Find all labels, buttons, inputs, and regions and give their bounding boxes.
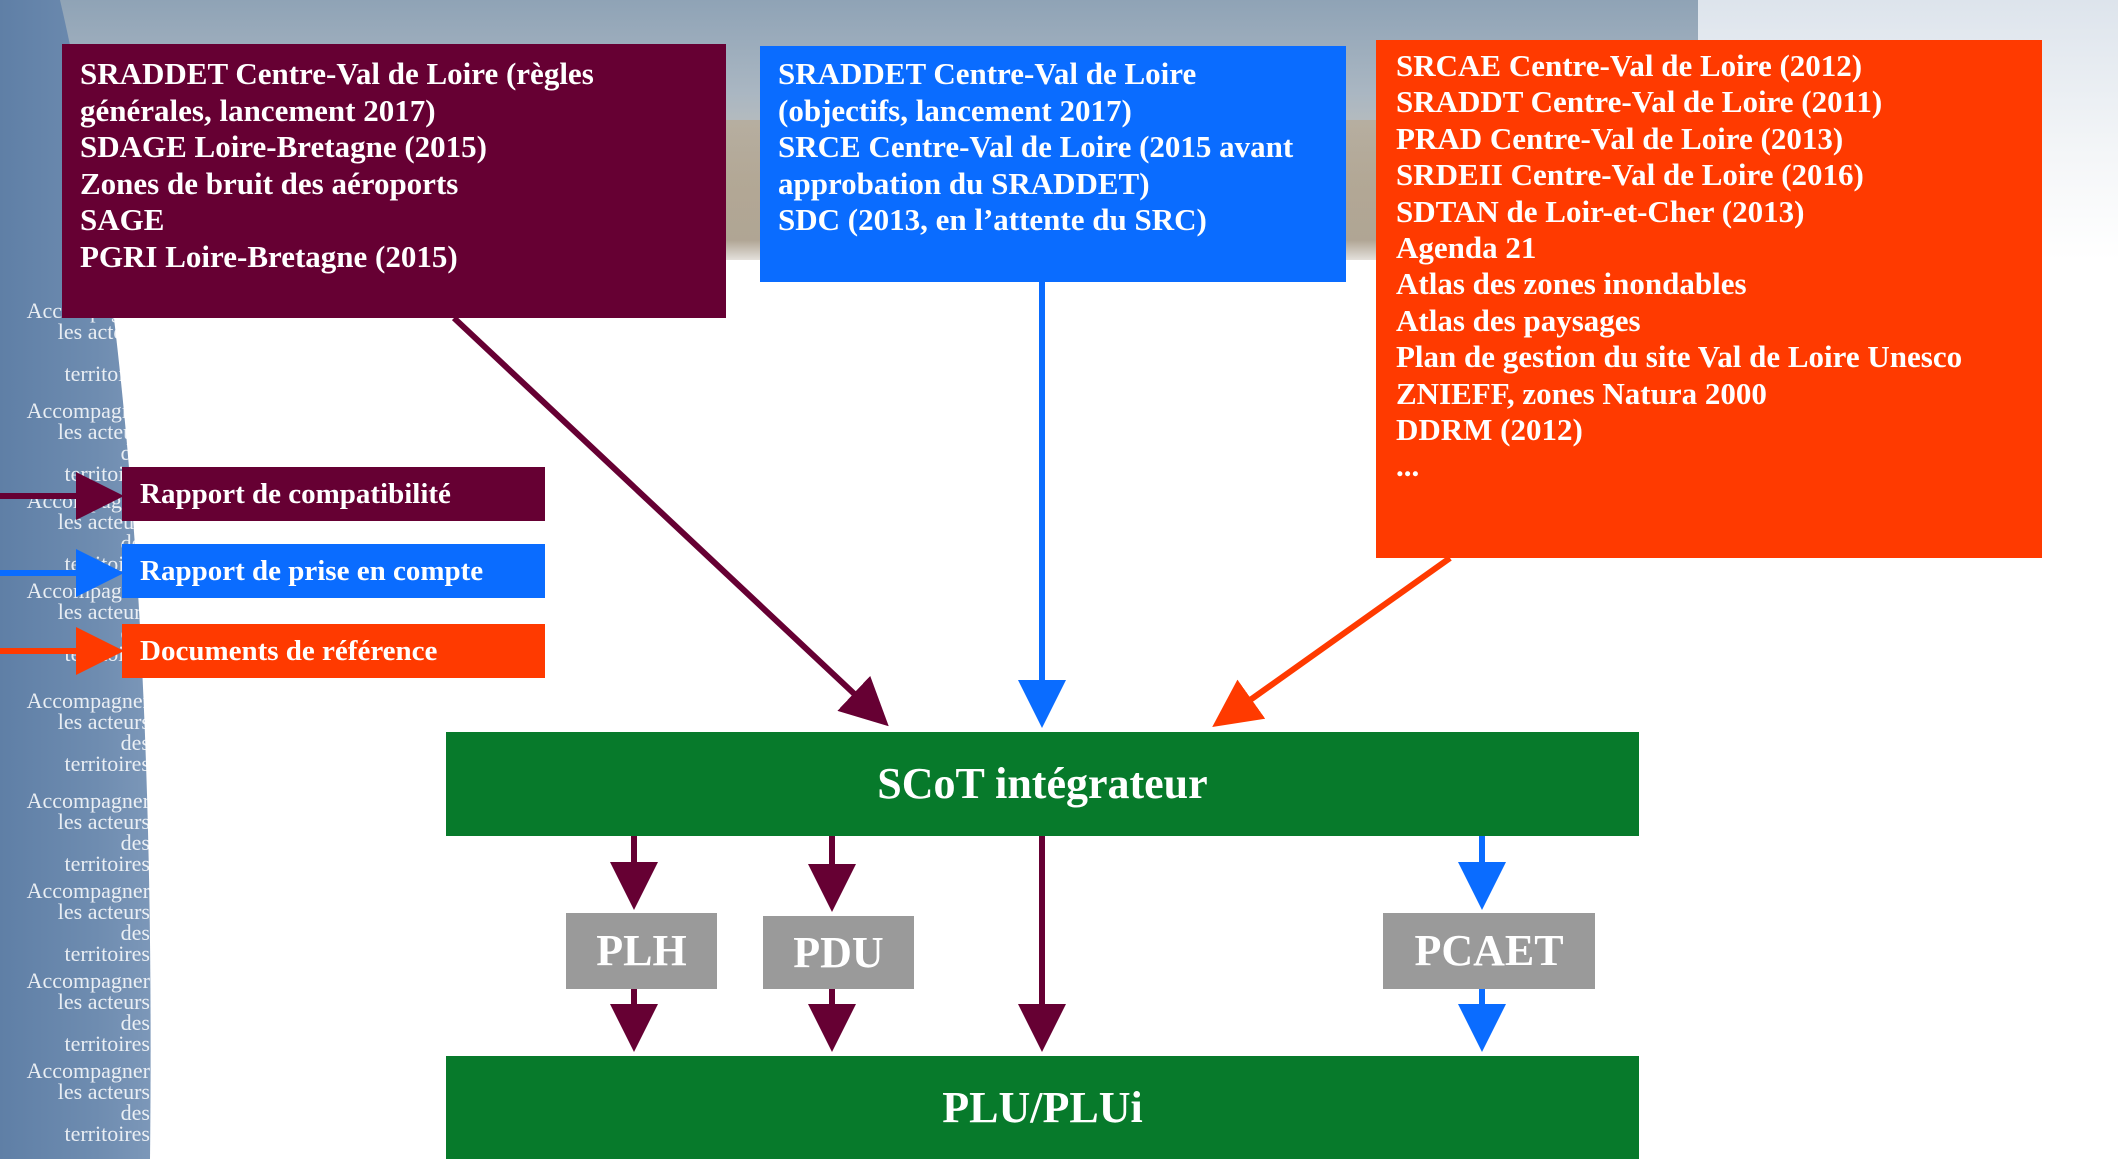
- box-line: DDRM (2012): [1396, 412, 1583, 448]
- box-line: SRADDET Centre-Val de Loire: [778, 56, 1197, 91]
- box-line: SDAGE Loire-Bretagne (2015): [80, 129, 487, 164]
- watermark-line: les acteurs: [57, 419, 150, 444]
- watermark-line: des: [120, 340, 150, 365]
- watermark-line: les acteurs: [57, 989, 150, 1014]
- watermark-line: territoires: [64, 1031, 150, 1056]
- watermark-line: territoires: [64, 851, 150, 876]
- watermark-line: Accompagner: [26, 1058, 150, 1083]
- watermark-line: territoires: [64, 751, 150, 776]
- box-line: Zones de bruit des aéroports: [80, 165, 459, 201]
- watermark-line: les acteurs: [57, 709, 150, 734]
- box-line: Atlas des paysages: [1396, 302, 1641, 338]
- watermark-line: des: [120, 920, 150, 945]
- box-line: SRADDT Centre-Val de Loire (2011): [1396, 84, 1883, 120]
- watermark-line: les acteurs: [57, 899, 150, 924]
- box-line: SRDEII Centre-Val de Loire (2016): [1396, 157, 1864, 193]
- watermark-line: des: [120, 730, 150, 755]
- box-line: (objectifs, lancement 2017): [778, 92, 1132, 128]
- box-line: SDTAN de Loir-et-Cher (2013): [1396, 193, 1805, 229]
- watermark-line: Accompagner: [26, 878, 150, 903]
- box-line: générales, lancement 2017): [80, 92, 436, 128]
- box-line: PGRI Loire-Bretagne (2015): [80, 238, 458, 274]
- box-line: SAGE: [80, 202, 165, 237]
- box-line: approbation du SRADDET): [778, 165, 1150, 201]
- box-line: ZNIEFF, zones Natura 2000: [1396, 375, 1767, 411]
- arrow-left-to-scot: [451, 315, 889, 727]
- legend-reference: Documents de référence: [122, 624, 545, 678]
- plh-node: PLH: [566, 913, 717, 989]
- watermark-line: territoires: [64, 1121, 150, 1146]
- box-line: ...: [1396, 448, 1420, 484]
- box-line: SDC (2013, en l’attente du SRC): [778, 202, 1207, 237]
- prise-en-compte-documents-box: SRADDET Centre-Val de Loire(objectifs, l…: [760, 46, 1346, 282]
- watermark-line: les acteurs: [57, 809, 150, 834]
- watermark-line: territoires: [64, 941, 150, 966]
- box-line: PRAD Centre-Val de Loire (2013): [1396, 120, 1844, 156]
- plu-node: PLU/PLUi: [446, 1056, 1639, 1159]
- reference-documents-box: SRCAE Centre-Val de Loire (2012)SRADDT C…: [1376, 40, 2042, 558]
- watermark-line: Accompagner: [26, 968, 150, 993]
- scot-node: SCoT intégrateur: [446, 732, 1639, 836]
- box-line: SRCAE Centre-Val de Loire (2012): [1396, 48, 1863, 83]
- watermark-line: des: [120, 1100, 150, 1125]
- box-line: SRCE Centre-Val de Loire (2015 avant: [778, 129, 1294, 164]
- watermark-line: territoires: [64, 361, 150, 386]
- watermark-line: Accompagner: [26, 688, 150, 713]
- watermark-line: Accompagner: [26, 788, 150, 813]
- watermark-line: des: [120, 830, 150, 855]
- watermark-line: les acteurs: [57, 319, 150, 344]
- watermark-line: des: [120, 1010, 150, 1035]
- arrow-right-to-scot: [1212, 555, 1452, 727]
- pcaet-node: PCAET: [1383, 913, 1595, 989]
- watermark-line: les acteurs: [57, 1079, 150, 1104]
- watermark-line: Accompagner: [26, 398, 150, 423]
- legend-prise-en-compte: Rapport de prise en compte: [122, 544, 545, 598]
- pdu-node: PDU: [763, 916, 914, 989]
- legend-compatibility: Rapport de compatibilité: [122, 467, 545, 521]
- watermark-line: les acteurs: [57, 599, 150, 624]
- watermark-line: des: [120, 440, 150, 465]
- box-line: Plan de gestion du site Val de Loire Une…: [1396, 339, 1963, 375]
- box-line: SRADDET Centre-Val de Loire (règles: [80, 56, 594, 91]
- box-line: Atlas des zones inondables: [1396, 266, 1747, 302]
- box-line: Agenda 21: [1396, 230, 1537, 266]
